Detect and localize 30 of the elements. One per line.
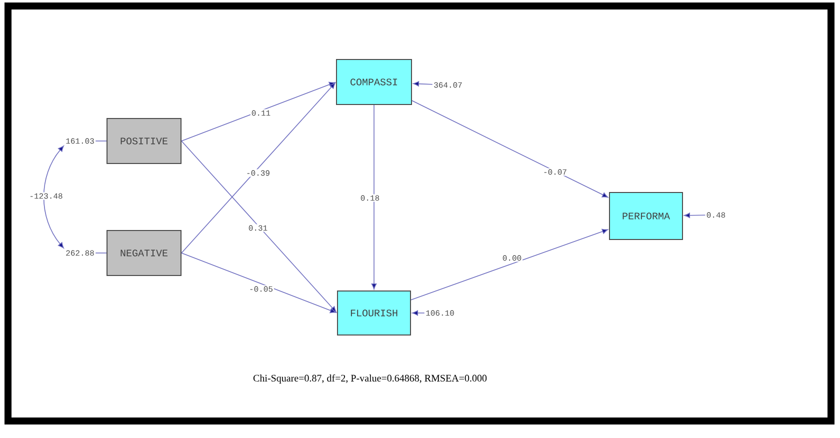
- arrow: [412, 310, 425, 316]
- variance-value: 262.88: [66, 250, 94, 256]
- variance-value: 0.48: [706, 212, 726, 218]
- edge-label: 0.18: [360, 195, 380, 201]
- edge-label: 0.00: [502, 255, 522, 261]
- edge-label: 0.31: [248, 225, 268, 231]
- latent-variable-box: PERFORMA: [609, 192, 683, 240]
- observed-variable-box: POSITIVE: [106, 118, 182, 164]
- arrow: [371, 104, 377, 290]
- latent-variable-box: COMPASSI: [336, 59, 412, 105]
- edge-label: -0.39: [247, 170, 270, 176]
- edge-label: 0.11: [252, 110, 270, 116]
- edge-label: -0.07: [544, 169, 566, 175]
- variance-value: 106.10: [426, 310, 454, 316]
- arrow: [412, 100, 608, 198]
- arrow: [181, 82, 336, 254]
- variance-value: 161.03: [66, 138, 94, 144]
- edge-label: -0.05: [250, 286, 272, 292]
- fit-statistics: Chi-Square=0.87, df=2, P-value=0.64868, RMSEA=0.000: [253, 374, 487, 384]
- arrow: [684, 212, 706, 218]
- arrow: [181, 140, 336, 312]
- arrow: [181, 252, 336, 314]
- arrow: [410, 228, 608, 300]
- variance-value: 364.07: [434, 82, 462, 88]
- arrow: [181, 82, 336, 142]
- observed-variable-box: NEGATIVE: [106, 230, 182, 276]
- edge-label: -123.48: [30, 193, 62, 199]
- arrow: [413, 81, 433, 86]
- arrow: [43, 146, 64, 248]
- latent-variable-box: FLOURISH: [337, 290, 411, 336]
